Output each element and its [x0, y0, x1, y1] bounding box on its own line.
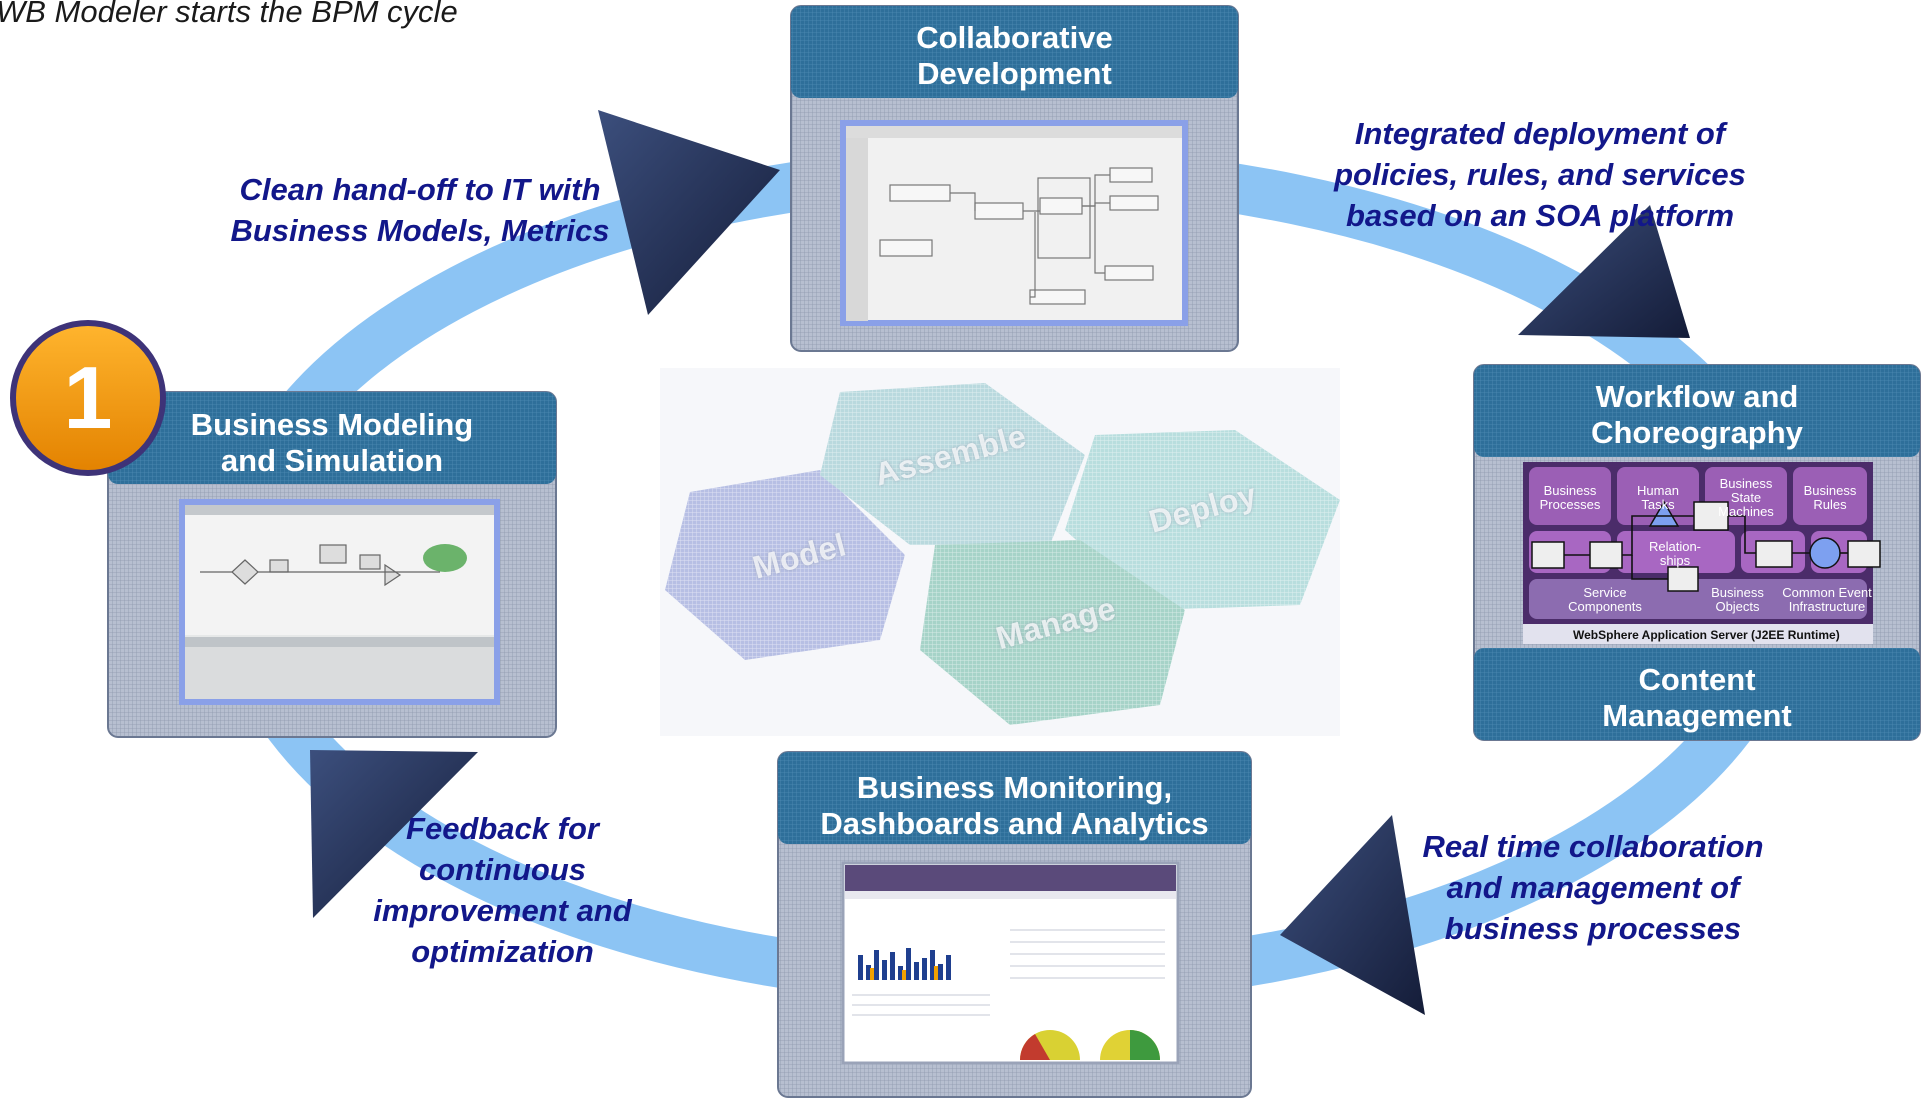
mini-bars	[858, 948, 951, 980]
arch-business-rules: Business Rules	[1803, 483, 1857, 512]
step-badge-number: 1	[63, 348, 113, 447]
arch-business-processes: Business Processes	[1539, 483, 1601, 512]
panel-business-monitoring	[777, 751, 1252, 1098]
panel-title-content-management: Content Management	[1602, 662, 1792, 733]
arch-relationships: Relation- ships	[1648, 539, 1702, 568]
caption-real-time: Real time collaboration and management o…	[1422, 829, 1764, 946]
arrow-top-left	[598, 110, 780, 315]
arrow-bottom-left	[310, 750, 478, 918]
arch-business-objects: Business Objects	[1711, 585, 1764, 614]
hex-model	[665, 470, 905, 660]
arch-business-state-machines: Business State Machines	[1718, 476, 1774, 519]
caption-feedback: Feedback for continuous improvement and …	[373, 811, 632, 969]
caption-clean-handoff: Clean hand-off to IT with Business Model…	[230, 172, 610, 248]
panel-collaborative-development	[790, 5, 1239, 352]
panel-title-business-modeling: Business Modeling and Simulation	[190, 407, 474, 478]
panel-business-modeling	[107, 391, 557, 738]
mini-flow	[879, 167, 1159, 305]
arch-common-event-infrastructure: Common Event Infrastructure	[1782, 585, 1872, 614]
caption-integrated-deployment: Integrated deployment of policies, rules…	[1334, 116, 1746, 233]
arch-connectors	[1531, 500, 1881, 592]
arrow-top-right	[1518, 205, 1690, 338]
arch-footer: WebSphere Application Server (J2EE Runti…	[1573, 628, 1840, 642]
arch-service-components: Service Components	[1568, 585, 1642, 614]
mini-gauges	[1020, 1030, 1160, 1060]
step-badge-circle	[10, 320, 166, 476]
content-management-header	[1474, 648, 1920, 740]
page-title: WB Modeler starts the BPM cycle	[0, 0, 458, 29]
panel-title-business-monitoring: Business Monitoring, Dashboards and Anal…	[820, 770, 1209, 841]
hex-manage	[920, 540, 1185, 725]
hex-assemble	[820, 383, 1085, 545]
arch-top-row	[1529, 467, 1867, 525]
panel-title-workflow: Workflow and Choreography	[1591, 379, 1803, 450]
hexagon-cluster	[660, 368, 1340, 736]
hex-deploy	[1065, 430, 1340, 610]
panel-workflow	[1473, 364, 1921, 741]
arrow-bottom-right	[1280, 815, 1425, 1015]
arch-human-tasks: Human Tasks	[1637, 483, 1679, 512]
panel-title-collaborative-development: Collaborative Development	[916, 20, 1113, 91]
